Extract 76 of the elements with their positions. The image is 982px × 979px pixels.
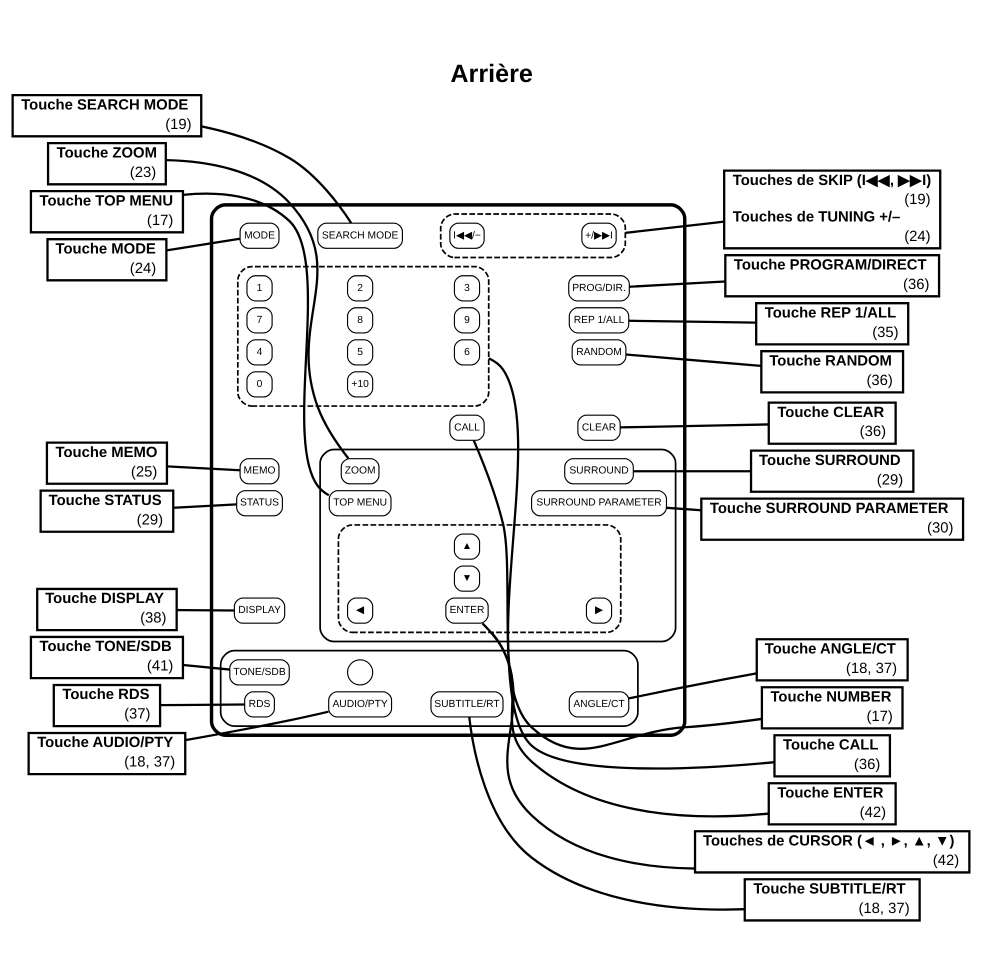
node-box: Touche AUDIO/PTY (18, 37) xyxy=(28,732,186,776)
node-box: AUDIO/PTY xyxy=(328,691,392,718)
connector xyxy=(628,672,757,700)
node-box: CALL xyxy=(449,414,485,441)
node-box: Touche SUBTITLE/RT (18, 37) xyxy=(744,878,921,922)
node-box: Touche SEARCH MODE (19) xyxy=(12,94,202,138)
node-box: Touche MODE (24) xyxy=(46,238,168,282)
node-box: ANGLE/CT xyxy=(568,691,630,718)
node-box: Touche RANDOM (36) xyxy=(760,350,904,394)
node-box: Touche SURROUND PARAMETER (30) xyxy=(700,498,964,541)
node-box: MEMO xyxy=(240,458,280,484)
node-box: CLEAR xyxy=(577,414,621,441)
cluster xyxy=(440,213,626,258)
node-box: RDS xyxy=(244,691,275,718)
connector xyxy=(628,320,756,324)
connector xyxy=(166,238,240,252)
node-box: Touches de CURSOR (◄ , ►, ▲, ▼) (42) xyxy=(694,830,970,874)
cluster xyxy=(220,650,639,727)
node-box: SUBTITLE/RT xyxy=(430,691,504,718)
node-box: Touche STATUS (29) xyxy=(40,490,174,533)
diagram-title: Arrière xyxy=(450,60,533,88)
connector xyxy=(490,632,695,870)
node-box: Touche SURROUND (29) xyxy=(750,450,914,493)
cluster xyxy=(210,203,686,737)
connector xyxy=(488,357,762,750)
node-box: TONE/SDB xyxy=(229,659,290,686)
connector xyxy=(183,664,230,671)
node-box: PROG/DIR. xyxy=(568,275,630,302)
node-box: ZOOM xyxy=(340,458,380,484)
node-box: Touche DISPLAY (38) xyxy=(36,588,178,632)
node-box: STATUS xyxy=(236,490,283,516)
cluster xyxy=(338,524,622,634)
node-box: Touche REP 1/ALL (35) xyxy=(755,302,910,346)
cluster xyxy=(319,448,676,642)
node-box: REP 1/ALL xyxy=(568,307,630,334)
connector xyxy=(160,703,244,706)
node-box: Touche PROGRAM/DIRECT (36) xyxy=(724,254,940,298)
node-box: SEARCH MODE xyxy=(317,222,403,249)
node-box: I◀◀/− xyxy=(449,222,485,249)
connector xyxy=(185,710,329,742)
connector xyxy=(182,192,330,496)
node-box: SURROUND xyxy=(564,458,634,484)
node-box: ENTER xyxy=(445,598,489,624)
node-box: Touche RDS (37) xyxy=(52,684,162,728)
node-box: Touches de SKIP (I◀◀, ▶▶I) (19) Touches de TUNING +/– (24) xyxy=(723,169,942,250)
connector xyxy=(482,622,769,818)
node-box: DISPLAY xyxy=(234,598,286,624)
connector xyxy=(634,470,752,472)
node-box: Touche ANGLE/CT (18, 37) xyxy=(756,638,909,682)
node-box: TOP MENU xyxy=(328,490,392,516)
node-box: +/▶▶I xyxy=(581,222,617,249)
node-box: MODE xyxy=(240,222,280,249)
connector xyxy=(666,506,702,512)
node-circle xyxy=(346,659,374,686)
connector xyxy=(468,717,745,911)
connector xyxy=(626,353,761,367)
node-box: Touche ENTER (42) xyxy=(768,782,897,826)
connector xyxy=(166,158,350,460)
node-box: Touche ZOOM (23) xyxy=(46,142,167,186)
connector xyxy=(629,280,726,288)
node-box: Touche MEMO (25) xyxy=(46,442,168,485)
connector xyxy=(167,465,240,472)
node-box: Touche NUMBER (17) xyxy=(760,686,904,730)
connector xyxy=(620,423,769,429)
node-box: RANDOM xyxy=(572,339,626,366)
cluster xyxy=(236,266,490,407)
node-box: SURROUND PARAMETER xyxy=(531,490,668,516)
node-box: Touche CALL (36) xyxy=(773,734,892,778)
node-box: Touche CLEAR (36) xyxy=(768,401,897,445)
node-box: Touche TOP MENU (17) xyxy=(30,190,184,234)
connector xyxy=(174,503,237,509)
connector xyxy=(472,440,775,770)
connector xyxy=(201,125,352,224)
connector xyxy=(177,608,234,612)
node-box: Touche TONE/SDB (41) xyxy=(30,636,184,680)
connector xyxy=(625,220,724,234)
